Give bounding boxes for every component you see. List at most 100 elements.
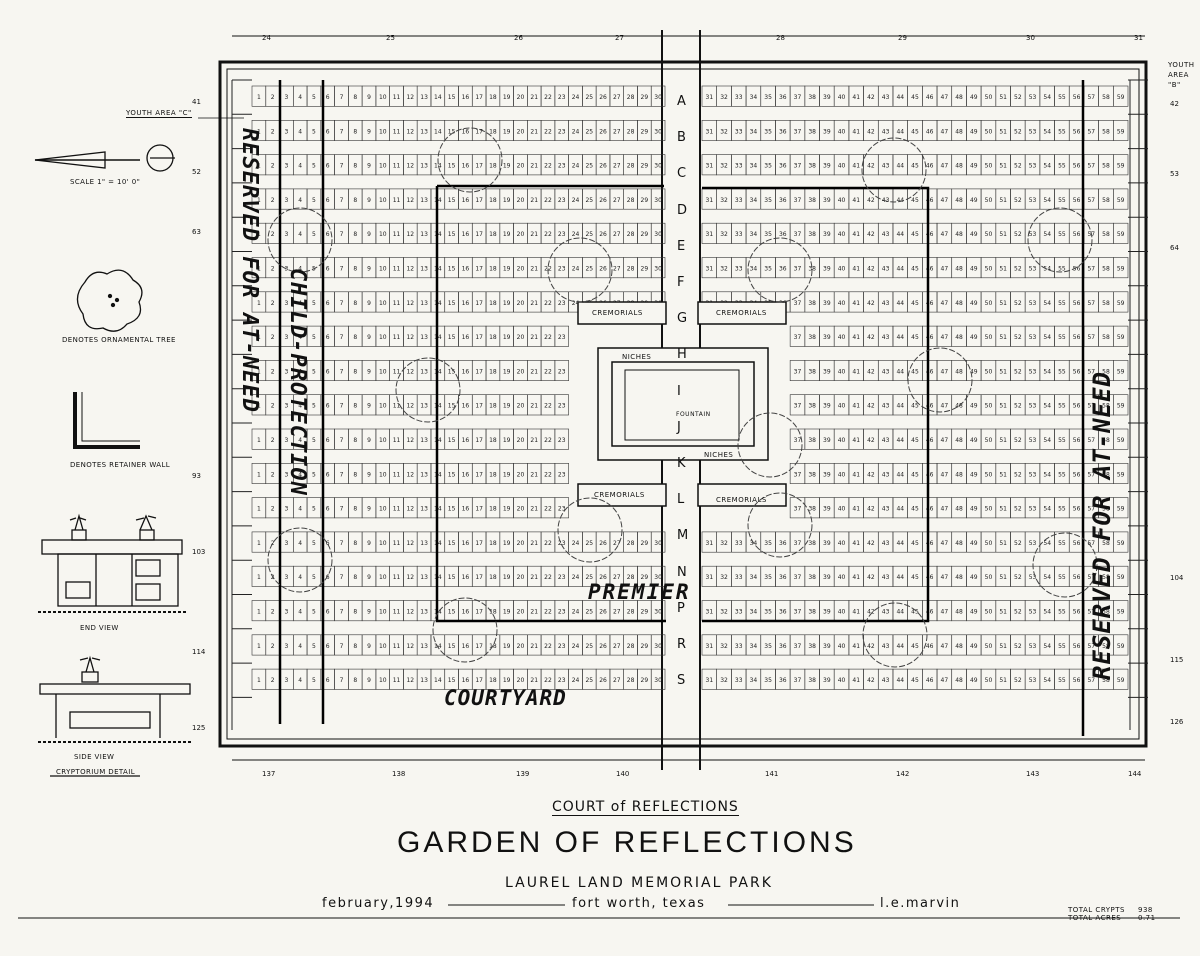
crypt-number: 11	[393, 266, 401, 273]
crypt-number: 3	[285, 368, 289, 375]
crypt-number: 23	[558, 574, 566, 581]
youth-area-b-label: YOUTH AREA "B"	[1168, 60, 1195, 90]
crypt-number: 8	[353, 609, 357, 616]
crypt-number: 19	[503, 163, 511, 170]
row-letter: E	[677, 238, 686, 254]
crypt-number: 16	[462, 163, 470, 170]
crypt-number: 16	[462, 437, 470, 444]
crypt-number: 50	[985, 609, 993, 616]
crypt-number: 4	[298, 94, 302, 101]
crypt-number: 39	[823, 197, 831, 204]
crypt-number: 24	[572, 540, 580, 547]
crypt-number: 12	[406, 197, 414, 204]
crypt-number: 53	[1029, 540, 1037, 547]
crypt-number: 25	[585, 574, 593, 581]
right-margin-number: 42	[1170, 100, 1179, 108]
crypt-number: 26	[599, 609, 607, 616]
crypt-number: 37	[794, 677, 802, 684]
crypt-number: 36	[779, 643, 787, 650]
crypt-number: 13	[420, 540, 428, 547]
crypt-number: 35	[764, 609, 772, 616]
crypt-number: 35	[764, 677, 772, 684]
ornamental-tree	[747, 492, 813, 558]
crypt-number: 48	[955, 471, 963, 478]
crypt-number: 17	[475, 437, 483, 444]
crypt-number: 11	[393, 506, 401, 513]
crypt-cell	[1113, 394, 1129, 416]
crypt-number: 55	[1058, 128, 1066, 135]
wall-legend-caption: DENOTES RETAINER WALL	[70, 461, 171, 469]
crypt-number: 14	[434, 163, 442, 170]
crypt-number: 17	[475, 368, 483, 375]
crypt-number: 58	[1102, 163, 1110, 170]
crypt-number: 47	[941, 163, 949, 170]
crypt-number: 49	[970, 677, 978, 684]
crypt-number: 7	[340, 643, 344, 650]
crypt-number: 37	[794, 266, 802, 273]
crypt-number: 4	[298, 197, 302, 204]
crypt-number: 39	[823, 266, 831, 273]
ornamental-tree	[432, 597, 498, 663]
crypt-number: 7	[340, 403, 344, 410]
crypt-number: 4	[298, 368, 302, 375]
crypt-number: 49	[970, 266, 978, 273]
crypt-number: 4	[298, 609, 302, 616]
crypt-number: 13	[420, 334, 428, 341]
crypt-number: 23	[558, 643, 566, 650]
crypt-number: 6	[326, 506, 330, 513]
crypt-number: 41	[852, 471, 860, 478]
crypt-number: 22	[544, 163, 552, 170]
youth-area-b-line1: YOUTH	[1168, 61, 1195, 69]
crypt-number: 47	[941, 231, 949, 238]
crypt-number: 27	[613, 677, 621, 684]
crypt-number: 43	[882, 300, 890, 307]
crypt-number: 28	[627, 643, 635, 650]
crypt-number: 43	[882, 94, 890, 101]
crypt-number: 30	[654, 540, 662, 547]
crypt-number: 47	[941, 471, 949, 478]
crypt-cell	[650, 120, 666, 141]
crypt-number: 19	[503, 368, 511, 375]
crypt-number: 3	[285, 677, 289, 684]
row-letter: S	[677, 673, 686, 689]
crypt-cell	[554, 462, 569, 484]
crypt-number: 46	[926, 506, 934, 513]
crypt-number: 55	[1058, 437, 1066, 444]
crypt-number: 24	[572, 94, 580, 101]
crypt-number: 49	[970, 231, 978, 238]
crypt-number: 17	[475, 609, 483, 616]
cremorials-label-nw: CREMORIALS	[592, 309, 643, 317]
crypt-number: 2	[271, 437, 275, 444]
crypt-number: 18	[489, 163, 497, 170]
crypt-number: 43	[882, 403, 890, 410]
crypt-number: 7	[340, 471, 344, 478]
crypt-number: 23	[558, 163, 566, 170]
crypt-number: 43	[882, 677, 890, 684]
crypt-number: 51	[999, 334, 1007, 341]
crypt-number: 42	[867, 677, 875, 684]
crypt-number: 18	[489, 368, 497, 375]
top-section-number: 31	[1134, 34, 1143, 42]
crypt-number: 51	[999, 437, 1007, 444]
crypt-number: 22	[544, 300, 552, 307]
crypt-number: 21	[530, 574, 538, 581]
crypt-number: 57	[1087, 437, 1095, 444]
youth-area-b-line2: AREA	[1168, 71, 1189, 79]
crypt-number: 44	[896, 231, 904, 238]
crypt-number: 7	[340, 437, 344, 444]
crypt-number: 39	[823, 403, 831, 410]
crypt-number: 2	[271, 128, 275, 135]
crypt-number: 31	[706, 643, 714, 650]
crypt-number: 42	[867, 471, 875, 478]
crypt-number: 22	[544, 334, 552, 341]
ornamental-tree	[1032, 532, 1098, 598]
crypt-number: 23	[558, 677, 566, 684]
crypt-number: 2	[271, 368, 275, 375]
crypt-cell	[1113, 257, 1129, 279]
crypt-number: 1	[257, 506, 261, 513]
crypt-number: 1	[257, 677, 261, 684]
crypt-number: 59	[1117, 94, 1125, 101]
crypt-number: 1	[257, 437, 261, 444]
